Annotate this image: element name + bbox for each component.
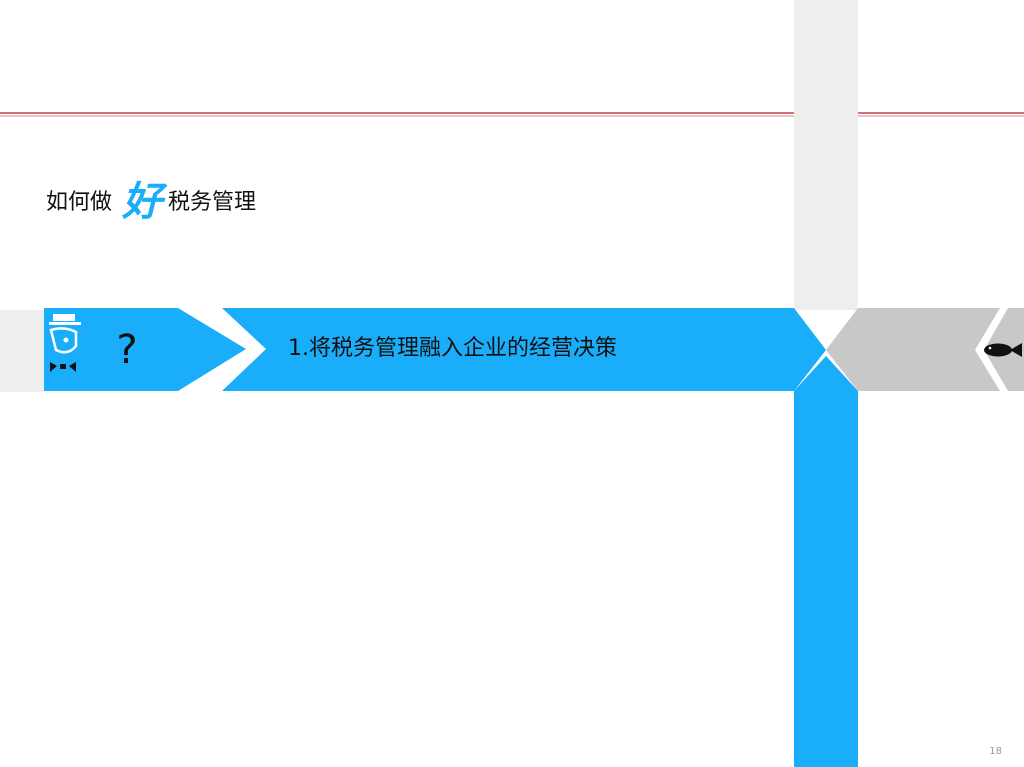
vertical-gray-band bbox=[794, 0, 858, 310]
question-mark: ? bbox=[116, 327, 138, 373]
gray-chevron-band bbox=[826, 308, 1000, 391]
step-text: 1.将税务管理融入企业的经营决策 bbox=[288, 336, 617, 361]
slide-title: 如何做 好 税务管理 bbox=[46, 178, 257, 225]
vertical-blue-bar bbox=[794, 356, 858, 767]
blue-banner bbox=[222, 308, 826, 391]
title-highlight: 好 bbox=[122, 178, 163, 225]
title-prefix: 如何做 bbox=[46, 190, 113, 215]
left-gray-strip bbox=[0, 310, 44, 392]
blue-arrow-tab bbox=[44, 308, 246, 391]
title-suffix: 税务管理 bbox=[168, 190, 257, 215]
page-number: 18 bbox=[989, 746, 1002, 757]
